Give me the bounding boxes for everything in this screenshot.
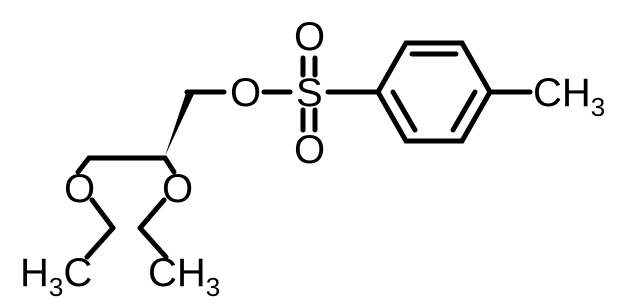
atom-o-ring-right: O: [162, 167, 193, 211]
benzene-inner-bond-3: [390, 89, 418, 133]
methyl-left-c: C: [63, 251, 92, 295]
methyl-right-ch: CH: [148, 251, 206, 295]
methyl-right-label: CH3: [148, 251, 220, 302]
wedge-bond: [165, 90, 194, 156]
bond-ch2-o1: [75, 155, 92, 175]
bond-o3-c2: [137, 197, 167, 231]
dioxolane-ring: [75, 155, 177, 260]
atom-o-ring-left: O: [64, 167, 95, 211]
benzene-inner-bond-2: [450, 89, 478, 133]
atom-o-ester: O: [230, 71, 261, 115]
benzene-ring: [375, 40, 493, 144]
bond-o1-c2: [89, 197, 116, 231]
methyl-aryl-subscript: 3: [591, 92, 605, 122]
atom-sulfur: S: [296, 71, 323, 115]
methyl-left-label: H3C: [20, 251, 92, 302]
methyl-right-subscript: 3: [206, 272, 220, 302]
atom-o-sulfonyl-bottom: O: [294, 128, 325, 172]
methyl-left-subscript: 3: [49, 272, 63, 302]
bond-c4-o3: [162, 155, 177, 175]
atom-o-sulfonyl-top: O: [294, 15, 325, 59]
sulfonyl-double-bonds: [300, 55, 318, 133]
bond-c2-methyl-left: [84, 225, 116, 260]
methyl-aryl-ch: CH: [533, 71, 591, 115]
bond-c2-methyl-right: [137, 225, 169, 260]
methyl-left-h: H: [20, 251, 49, 295]
methyl-aryl-label: CH3: [533, 71, 605, 122]
